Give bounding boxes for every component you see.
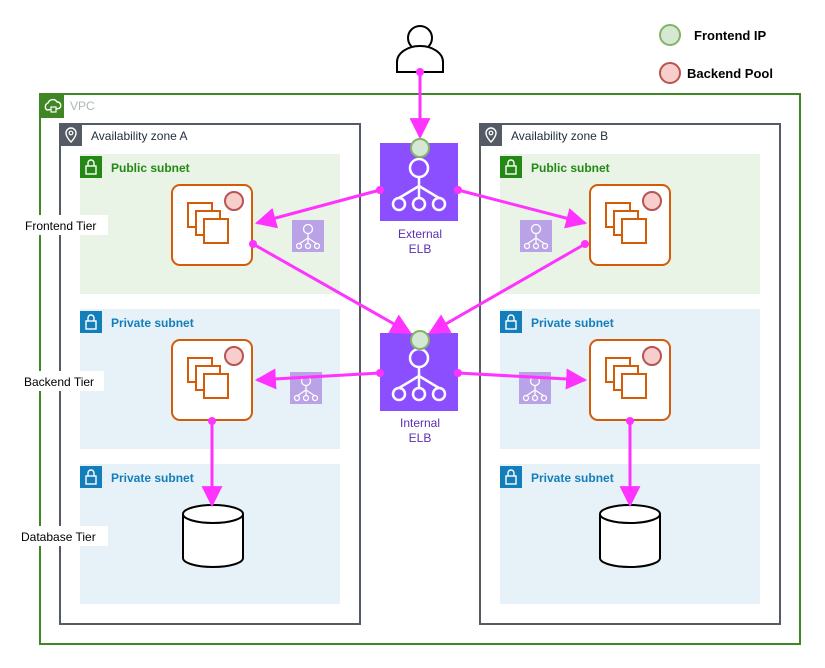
availability-zone-b-label: Availability zone B (511, 129, 608, 143)
database-tier-label: Database Tier (21, 530, 96, 544)
location-pin-icon (479, 123, 503, 147)
ec2-instance-frontend-b (589, 184, 671, 266)
internal-elb-label-line2: ELB (409, 431, 432, 445)
frontend-ip-legend-label: Frontend IP (694, 28, 767, 43)
load-balancer-icon (519, 219, 553, 253)
public-subnet-a-label: Public subnet (111, 161, 190, 175)
arrow-internal-elb-to-backend-b (457, 368, 588, 390)
internal-elb-label-line1: Internal (400, 416, 440, 430)
external-elb-label-line2: ELB (409, 242, 432, 256)
external-elb-label-line1: External (398, 227, 442, 241)
vpc-label: VPC (70, 99, 95, 113)
arrow-frontend-a-to-internal-elb (252, 242, 412, 335)
public-subnet-b-label: Public subnet (531, 161, 610, 175)
lock-icon (499, 155, 523, 179)
arrow-external-elb-to-frontend-a (254, 188, 381, 229)
private-subnet-b-database-label: Private subnet (531, 471, 614, 485)
arrow-external-elb-to-frontend-b (457, 188, 588, 229)
frontend-ip-legend-dot (659, 24, 681, 46)
lock-icon (79, 465, 103, 489)
database-a (182, 504, 244, 568)
ec2-instance-backend-a (171, 339, 253, 421)
private-subnet-a-database-label: Private subnet (111, 471, 194, 485)
lock-icon (79, 155, 103, 179)
lock-icon (79, 310, 103, 334)
private-subnet-a-backend-label: Private subnet (111, 316, 194, 330)
lock-icon (499, 310, 523, 334)
arrow-internal-elb-to-backend-a (254, 368, 381, 390)
database-b (599, 504, 661, 568)
arrow-frontend-b-to-internal-elb (428, 242, 586, 335)
location-pin-icon (59, 123, 83, 147)
vpc-icon (40, 94, 64, 118)
legend: Frontend IP Backend Pool (659, 24, 773, 84)
user-icon (396, 25, 444, 73)
backend-tier-label: Backend Tier (24, 375, 94, 389)
private-subnet-b-backend-label: Private subnet (531, 316, 614, 330)
backend-pool-legend-dot (659, 62, 681, 84)
ec2-instance-frontend-a (171, 184, 253, 266)
lock-icon (499, 465, 523, 489)
backend-pool-legend-label: Backend Pool (687, 66, 773, 81)
frontend-tier-label: Frontend Tier (25, 219, 96, 233)
ec2-instance-backend-b (589, 339, 671, 421)
external-elb-frontend-ip (410, 138, 430, 158)
connection-dots (208, 68, 634, 425)
availability-zone-a-label: Availability zone A (91, 129, 188, 143)
load-balancer-icon (291, 219, 325, 253)
connections (201, 72, 641, 508)
internal-elb-frontend-ip (410, 330, 430, 350)
